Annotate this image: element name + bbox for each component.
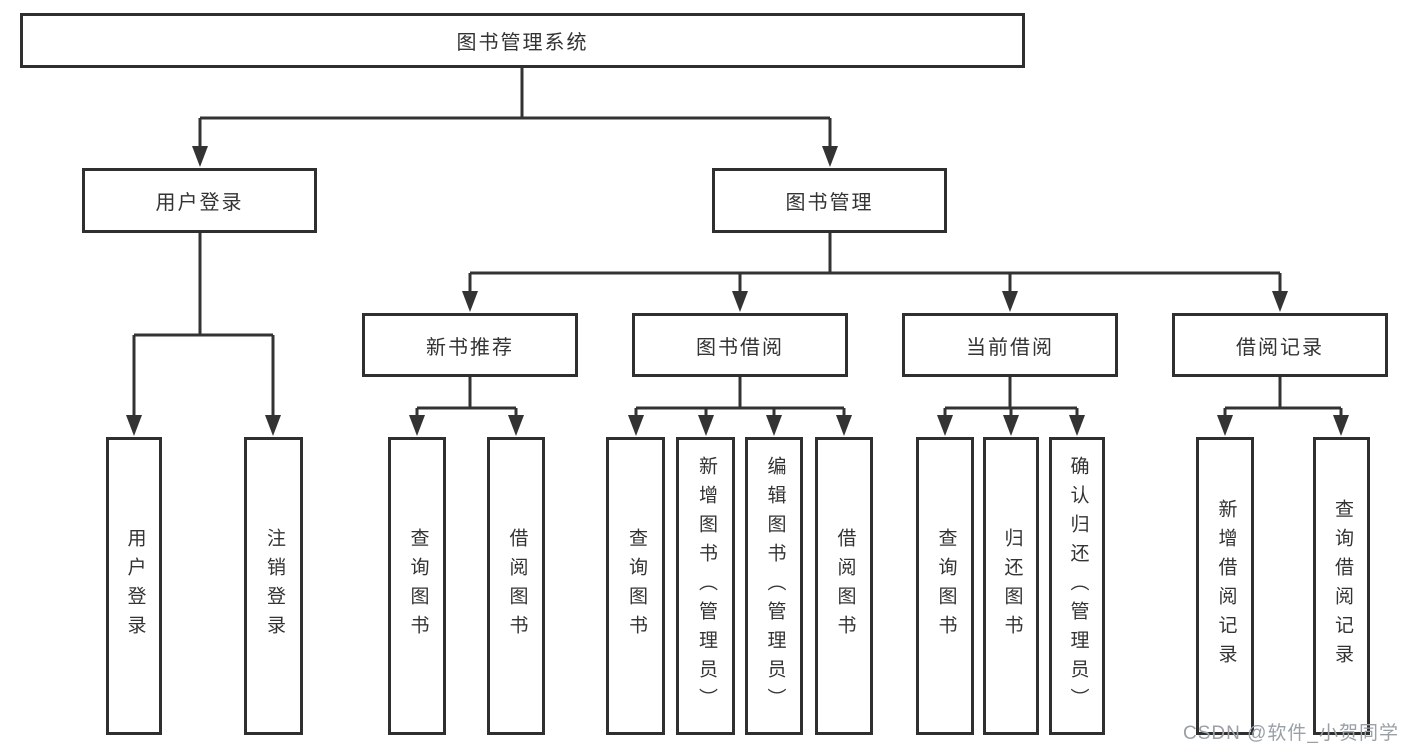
node-user-login: 用户登录 <box>82 168 317 233</box>
node-leaf-add-borrow-record: 新增借阅记录 <box>1196 437 1254 735</box>
node-leaf-confirm-return-admin: 确认归还（管理员） <box>1049 437 1105 735</box>
node-current-borrowing-label: 当前借阅 <box>966 336 1054 359</box>
node-new-book-recommend-label: 新书推荐 <box>426 336 514 359</box>
node-leaf-edit-books-admin-label: 编辑图书（管理员） <box>764 455 786 717</box>
node-user-login-label: 用户登录 <box>155 192 244 214</box>
node-leaf-add-books-admin-label: 新增图书（管理员） <box>695 455 717 717</box>
node-leaf-query-books-2-label: 查询图书 <box>625 528 647 644</box>
node-book-management: 图书管理 <box>712 168 947 233</box>
node-leaf-borrow-books-2: 借阅图书 <box>815 437 873 735</box>
node-root-label: 图书管理系统 <box>456 32 589 54</box>
node-leaf-user-login-label: 用户登录 <box>124 528 146 644</box>
node-borrowing-records: 借阅记录 <box>1172 313 1388 377</box>
node-leaf-add-borrow-record-label: 新增借阅记录 <box>1215 499 1237 673</box>
node-leaf-query-borrow-record-label: 查询借阅记录 <box>1331 499 1353 673</box>
node-leaf-confirm-return-admin-label: 确认归还（管理员） <box>1067 455 1089 717</box>
node-leaf-query-books-2: 查询图书 <box>606 437 665 735</box>
node-leaf-borrow-books-1-label: 借阅图书 <box>506 528 528 644</box>
node-leaf-query-books-1-label: 查询图书 <box>407 528 429 644</box>
node-leaf-add-books-admin: 新增图书（管理员） <box>676 437 735 735</box>
node-leaf-query-borrow-record: 查询借阅记录 <box>1313 437 1370 735</box>
node-new-book-recommend: 新书推荐 <box>362 313 578 377</box>
node-leaf-query-books-1: 查询图书 <box>388 437 446 735</box>
node-borrowing-records-label: 借阅记录 <box>1236 336 1324 359</box>
node-leaf-borrow-books-2-label: 借阅图书 <box>834 528 856 644</box>
node-leaf-logout: 注销登录 <box>244 437 303 735</box>
csdn-watermark: CSDN @软件_小贺同学 <box>1183 723 1399 744</box>
node-leaf-query-books-3: 查询图书 <box>916 437 974 735</box>
node-leaf-borrow-books-1: 借阅图书 <box>487 437 545 735</box>
node-leaf-query-books-3-label: 查询图书 <box>935 528 957 644</box>
node-leaf-return-books: 归还图书 <box>983 437 1039 735</box>
node-book-management-label: 图书管理 <box>785 192 874 214</box>
node-leaf-user-login: 用户登录 <box>106 437 162 735</box>
node-leaf-logout-label: 注销登录 <box>263 528 285 644</box>
node-leaf-edit-books-admin: 编辑图书（管理员） <box>745 437 803 735</box>
node-current-borrowing: 当前借阅 <box>902 313 1118 377</box>
node-root: 图书管理系统 <box>20 13 1025 68</box>
node-leaf-return-books-label: 归还图书 <box>1001 528 1023 644</box>
node-book-borrowing-label: 图书借阅 <box>696 336 784 359</box>
node-book-borrowing: 图书借阅 <box>632 313 848 377</box>
